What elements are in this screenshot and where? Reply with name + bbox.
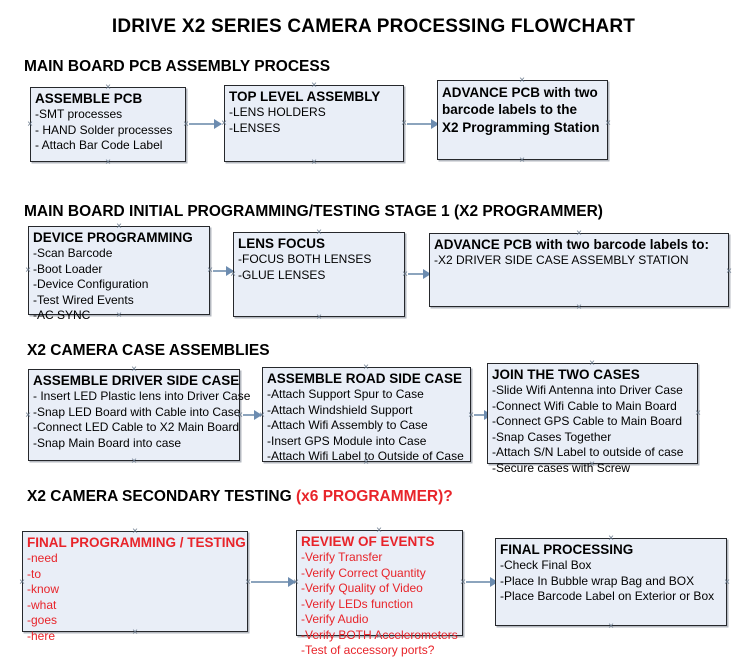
box-final-programming-testing-title: FINAL PROGRAMMING / TESTING xyxy=(27,535,246,550)
box-advance-pcb-1[interactable]: ADVANCE PCB with two barcode labels to t… xyxy=(437,80,608,160)
box-lens-focus-title: LENS FOCUS xyxy=(238,236,326,251)
box-assemble-pcb-line: - Attach Bar Code Label xyxy=(35,138,163,152)
box-assemble-road-side-case-line: -Attach Support Spur to Case xyxy=(267,387,424,401)
box-device-programming-line: -Test Wired Events xyxy=(33,292,134,307)
box-review-of-events[interactable]: REVIEW OF EVENTS -Verify Transfer -Verif… xyxy=(296,530,463,657)
section-heading-2-text: MAIN BOARD INITIAL PROGRAMMING/TESTING S… xyxy=(24,203,603,220)
box-final-processing[interactable]: FINAL PROCESSING -Check Final Box -Place… xyxy=(495,538,727,626)
box-assemble-road-side-case-line: -Attach Wifi Assembly to Case xyxy=(267,418,428,432)
box-final-programming-testing-line: -need xyxy=(27,551,58,565)
box-join-the-two-cases-title: JOIN THE TWO CASES xyxy=(492,367,640,382)
page-title: IDRIVE X2 SERIES CAMERA PROCESSING FLOWC… xyxy=(111,16,636,37)
box-join-the-two-cases-line: -Attach S/N Label to outside of case xyxy=(492,445,684,459)
box-assemble-pcb[interactable]: ASSEMBLE PCB -SMT processes - HAND Solde… xyxy=(30,87,186,162)
box-final-programming-testing-line: -what xyxy=(27,597,57,612)
box-review-of-events-line: -Verify LEDs function xyxy=(301,596,414,611)
box-join-the-two-cases-line: -Secure cases with Screw xyxy=(492,460,631,475)
box-review-of-events-title: REVIEW OF EVENTS xyxy=(301,534,435,549)
section-heading-4-accent: (x6 PROGRAMMER)? xyxy=(296,488,453,505)
box-lens-focus-line: -GLUE LENSES xyxy=(238,267,326,282)
box-final-programming-testing-line: -know xyxy=(27,582,60,596)
section-heading-4: X2 CAMERA SECONDARY TESTING (x6 PROGRAMM… xyxy=(27,488,453,506)
box-lens-focus[interactable]: LENS FOCUS -FOCUS BOTH LENSES -GLUE LENS… xyxy=(233,232,405,317)
box-review-of-events-line: -Verify Audio xyxy=(301,612,369,626)
box-review-of-events-line: -Test of accessory ports? xyxy=(301,643,435,657)
box-assemble-driver-side-case-title: ASSEMBLE DRIVER SIDE CASE xyxy=(33,373,240,388)
box-review-of-events-line: -Verify Transfer xyxy=(301,550,383,564)
box-top-level-assembly-line: -LENS HOLDERS xyxy=(229,105,326,119)
box-review-of-events-line: -Verify BOTH Accelerometers xyxy=(301,627,458,642)
box-device-programming-title: DEVICE PROGRAMMING xyxy=(33,230,193,245)
box-assemble-driver-side-case[interactable]: ASSEMBLE DRIVER SIDE CASE - Insert LED P… xyxy=(28,369,250,461)
box-advance-pcb-2[interactable]: ADVANCE PCB with two barcode labels to: … xyxy=(429,233,729,307)
connector-arrow xyxy=(213,266,234,276)
box-join-the-two-cases-line: -Connect GPS Cable to Main Board xyxy=(492,414,683,428)
connector-arrow xyxy=(189,119,222,129)
box-device-programming-line: -Boot Loader xyxy=(33,261,103,276)
box-join-the-two-cases-line: -Snap Cases Together xyxy=(492,429,612,444)
box-device-programming-line: -Scan Barcode xyxy=(33,246,113,260)
box-top-level-assembly-line: -LENSES xyxy=(229,120,281,135)
box-advance-pcb-1-line: barcode labels to the xyxy=(442,102,578,117)
box-review-of-events-line: -Verify Correct Quantity xyxy=(301,565,426,580)
box-final-programming-testing-line: -goes xyxy=(27,613,58,627)
section-heading-1: MAIN BOARD PCB ASSEMBLY PROCESS xyxy=(24,58,330,76)
box-advance-pcb-1-title: ADVANCE PCB with two xyxy=(442,85,598,100)
box-assemble-driver-side-case-line: -Connect LED Cable to X2 Main Board xyxy=(33,420,240,434)
connector-arrow xyxy=(408,269,431,279)
box-advance-pcb-2-title: ADVANCE PCB with two barcode labels to: xyxy=(434,237,710,252)
box-final-processing-line: -Place Barcode Label on Exterior or Box xyxy=(500,589,715,603)
box-final-programming-testing-line: -here xyxy=(27,628,56,643)
box-advance-pcb-2-line: -X2 DRIVER SIDE CASE ASSEMBLY STATION xyxy=(434,253,689,267)
box-assemble-driver-side-case-line: - Insert LED Plastic lens into Driver Ca… xyxy=(33,389,251,403)
connector-arrow xyxy=(407,119,439,129)
box-assemble-road-side-case-line: -Attach Windshield Support xyxy=(267,402,413,417)
box-assemble-pcb-line: -SMT processes xyxy=(35,107,123,121)
connector-arrow xyxy=(466,577,498,587)
box-assemble-driver-side-case-line: -Snap LED Board with Cable into Case xyxy=(33,404,241,419)
box-advance-pcb-1-line: X2 Programming Station xyxy=(442,120,600,135)
box-assemble-road-side-case-line: -Attach Wifi Label to Outside of Case xyxy=(267,449,464,463)
box-join-the-two-cases-line: -Connect Wifi Cable to Main Board xyxy=(492,398,677,413)
box-assemble-road-side-case-line: -Insert GPS Module into Case xyxy=(267,433,427,448)
box-lens-focus-line: -FOCUS BOTH LENSES xyxy=(238,252,372,266)
box-device-programming-line: -AC SYNC xyxy=(33,308,91,322)
section-heading-2: MAIN BOARD INITIAL PROGRAMMING/TESTING S… xyxy=(24,203,603,221)
box-assemble-road-side-case[interactable]: ASSEMBLE ROAD SIDE CASE -Attach Support … xyxy=(262,367,471,463)
box-assemble-driver-side-case-line: -Snap Main Board into case xyxy=(33,435,182,450)
box-assemble-pcb-line: - HAND Solder processes xyxy=(35,122,173,137)
box-assemble-road-side-case-title: ASSEMBLE ROAD SIDE CASE xyxy=(267,371,463,386)
section-heading-3-text: X2 CAMERA CASE ASSEMBLIES xyxy=(27,342,270,359)
box-final-processing-line: -Check Final Box xyxy=(500,558,592,572)
box-top-level-assembly[interactable]: TOP LEVEL ASSEMBLY -LENS HOLDERS -LENSES xyxy=(224,85,404,162)
box-device-programming-line: -Device Configuration xyxy=(33,277,149,291)
box-assemble-pcb-title: ASSEMBLE PCB xyxy=(35,91,143,106)
section-heading-3: X2 CAMERA CASE ASSEMBLIES xyxy=(27,342,270,360)
box-join-the-two-cases[interactable]: JOIN THE TWO CASES -Slide Wifi Antenna i… xyxy=(487,363,698,475)
box-device-programming[interactable]: DEVICE PROGRAMMING -Scan Barcode -Boot L… xyxy=(28,226,210,322)
box-final-programming-testing[interactable]: FINAL PROGRAMMING / TESTING -need -to -k… xyxy=(22,531,248,643)
box-top-level-assembly-title: TOP LEVEL ASSEMBLY xyxy=(229,89,381,104)
box-review-of-events-line: -Verify Quality of Video xyxy=(301,581,423,595)
connector-arrow xyxy=(251,577,296,587)
section-heading-1-text: MAIN BOARD PCB ASSEMBLY PROCESS xyxy=(24,58,331,75)
box-join-the-two-cases-line: -Slide Wifi Antenna into Driver Case xyxy=(492,383,683,397)
box-final-processing-title: FINAL PROCESSING xyxy=(500,542,634,557)
box-final-programming-testing-line: -to xyxy=(27,566,42,581)
section-heading-4-text: X2 CAMERA SECONDARY TESTING xyxy=(27,488,296,505)
box-final-processing-line: -Place In Bubble wrap Bag and BOX xyxy=(500,573,695,588)
connector-arrow xyxy=(243,410,262,420)
